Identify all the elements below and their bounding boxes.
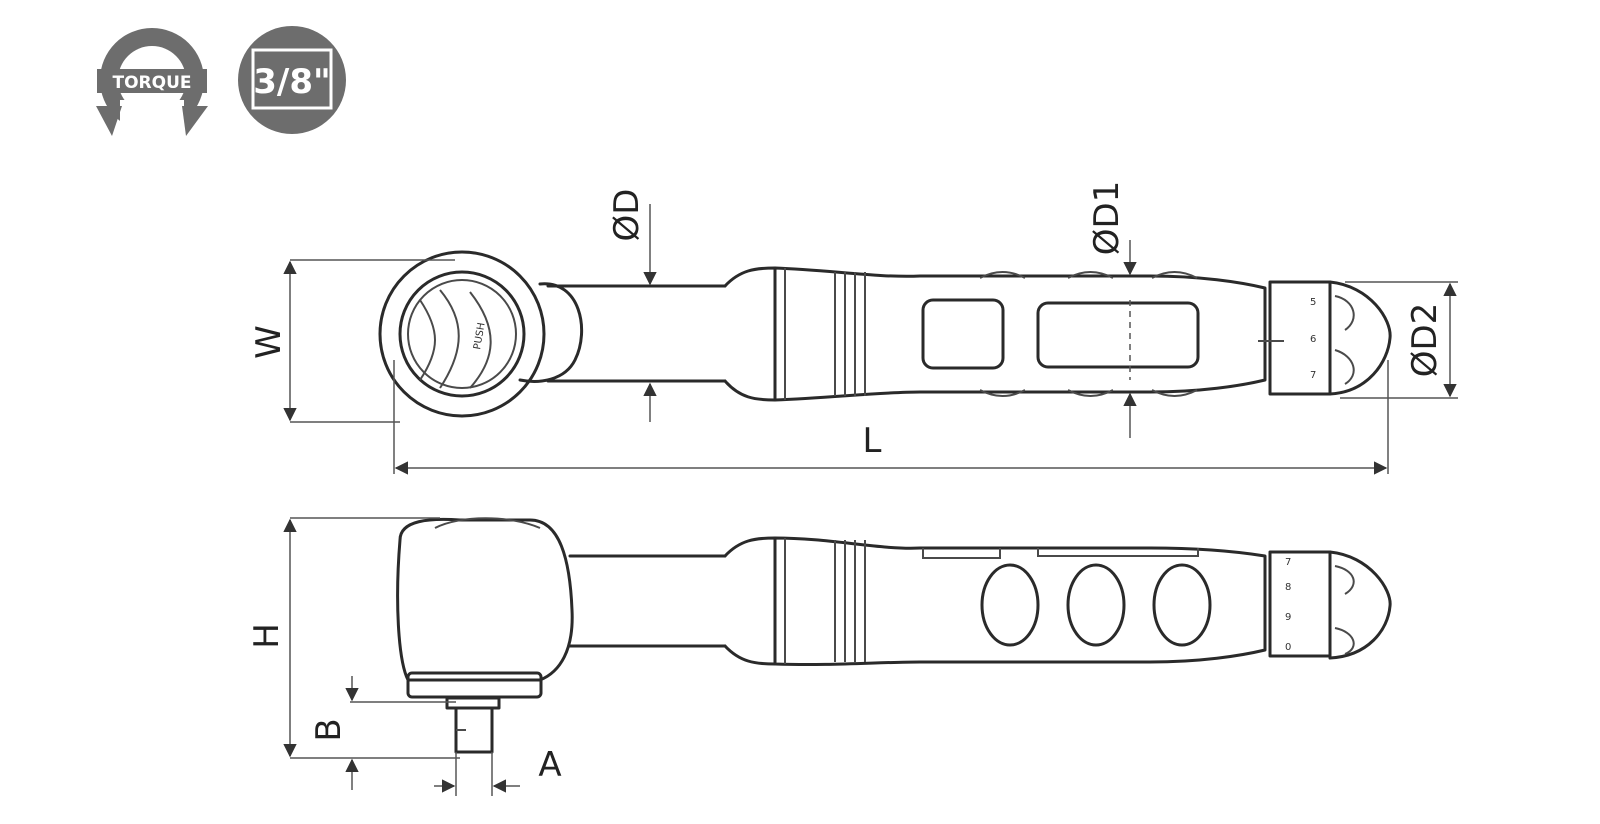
push-marking: PUSH <box>472 322 488 351</box>
scale-ring <box>1268 280 1332 396</box>
torque-text-band <box>97 69 207 93</box>
ratchet-head-inner <box>398 270 526 398</box>
side-scale-ring <box>1268 550 1332 658</box>
torque-icon-label: TORQUE <box>112 73 191 93</box>
side-scale-tick-8: 8 <box>1285 582 1291 593</box>
wrench-top-view: PUSH 5 6 7 <box>378 250 1392 418</box>
rotate-right-arrowhead <box>182 106 208 136</box>
end-cap <box>1328 280 1392 396</box>
dim-w-label: W <box>249 325 289 359</box>
side-grip-body <box>773 536 1267 667</box>
dim-l-label: L <box>863 421 882 461</box>
drive-size-label: 3/8" <box>253 62 330 102</box>
dim-d-label: ØD <box>607 189 647 242</box>
side-end-cap <box>1328 550 1392 660</box>
torque-rotation-icon: TORQUE <box>96 28 208 136</box>
scale-tick-7: 7 <box>1310 370 1316 381</box>
head-neck-joint <box>518 282 583 383</box>
dim-d2-label: ØD2 <box>1405 303 1445 378</box>
grip-body <box>773 266 1267 402</box>
shaft-outline <box>546 284 727 383</box>
side-head-block <box>396 517 574 682</box>
dim-b-label: B <box>309 718 349 741</box>
scale-tick-6: 6 <box>1310 334 1316 345</box>
dim-h-label: H <box>247 623 287 649</box>
side-scale-tick-9: 9 <box>1285 612 1291 623</box>
grip-scallops-bottom <box>979 389 1198 397</box>
grip-oval-2 <box>1066 563 1126 647</box>
dimension-lines: W ØD ØD1 ØD2 L H B A <box>247 181 1458 796</box>
grip-window-large <box>1036 301 1200 369</box>
grip-ribs <box>834 272 866 396</box>
dim-d1-label: ØD1 <box>1087 181 1127 256</box>
grip-oval-1 <box>980 563 1040 647</box>
side-collar <box>723 536 777 666</box>
grip-window-small <box>921 298 1005 370</box>
dim-a-label: A <box>538 745 561 785</box>
wrench-side-view: 7 8 9 0 <box>396 517 1392 754</box>
grip-oval-3 <box>1152 563 1212 647</box>
shaft-collar <box>723 266 777 402</box>
scale-tick-5: 5 <box>1310 297 1316 308</box>
grip-scallops-top <box>979 271 1198 279</box>
side-shaft <box>568 554 727 648</box>
side-scale-tick-7: 7 <box>1285 557 1291 568</box>
ratchet-head-outline <box>378 250 546 418</box>
rotate-left-arrowhead <box>96 106 122 136</box>
drive-size-icon: 3/8" <box>238 26 346 134</box>
side-scale-tick-0: 0 <box>1285 642 1291 653</box>
side-head-base <box>406 671 543 699</box>
